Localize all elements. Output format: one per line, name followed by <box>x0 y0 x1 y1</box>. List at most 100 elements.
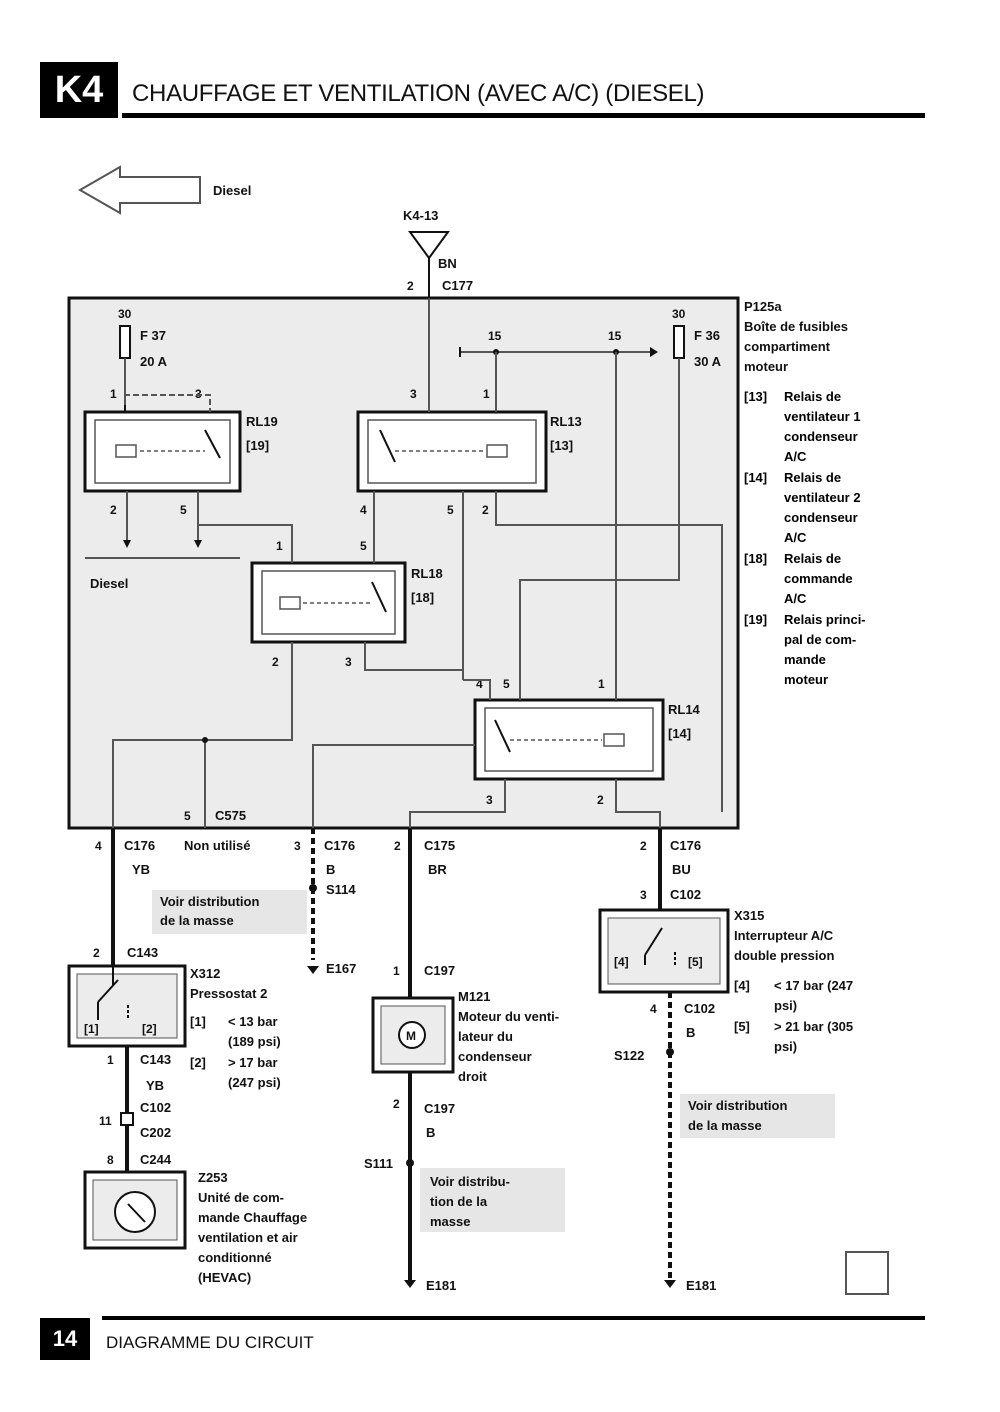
rl18-pin-5: 5 <box>360 539 367 553</box>
ground-note-2-line-1: Voir distribu- <box>430 1174 510 1189</box>
rl14-ref: RL14 <box>668 702 701 717</box>
f36-ref: F 36 <box>694 328 720 343</box>
legend-key-13: [13] <box>744 389 767 404</box>
rl14-pin-3: 3 <box>486 793 493 807</box>
c176b-name: C176 <box>324 838 355 853</box>
z253-line-5: (HEVAC) <box>198 1270 251 1285</box>
x312-state-2-key: [2] <box>190 1055 206 1070</box>
legend-13-line-4: A/C <box>784 449 807 464</box>
x315-state-2-line-1: > 21 bar (305 <box>774 1019 853 1034</box>
m121-c197-top-pin: 1 <box>393 964 400 978</box>
legend-19-line-2: pal de com- <box>784 632 856 647</box>
harness-name-1: C102 <box>140 1100 171 1115</box>
harness-pin-1: 11 <box>99 1114 112 1128</box>
x315-state-2-key: [5] <box>734 1019 750 1034</box>
legend-18-line-3: A/C <box>784 591 807 606</box>
m121-line-1: Moteur du venti- <box>458 1009 559 1024</box>
fuse-box-desc-1: Boîte de fusibles <box>744 319 848 334</box>
m121-line-3: condenseur <box>458 1049 532 1064</box>
feed-wire-color: BN <box>438 256 457 271</box>
legend-key-19: [19] <box>744 612 767 627</box>
notes-box <box>845 1251 889 1295</box>
rl19-pin-1: 1 <box>110 387 117 401</box>
rl13-pin-5: 5 <box>447 503 454 517</box>
x312-ref: X312 <box>190 966 220 981</box>
x315-line-1: Interrupteur A/C <box>734 928 834 943</box>
x312-name: Pressostat 2 <box>190 986 267 1001</box>
x312-c143-bottom-name: C143 <box>140 1052 171 1067</box>
c575-name: C575 <box>215 808 246 823</box>
x315-contact-5: [5] <box>688 955 703 969</box>
c575-pin: 5 <box>184 809 191 823</box>
m121-c197-bottom-name: C197 <box>424 1101 455 1116</box>
x312-c143-bottom-color: YB <box>146 1078 164 1093</box>
ground-e167: E167 <box>326 961 356 976</box>
rl19-pin-2: 2 <box>110 503 117 517</box>
x312-c143-bottom-pin: 1 <box>107 1053 114 1067</box>
x312-state-2-line-2: (247 psi) <box>228 1075 281 1090</box>
relay-legend: [13] Relais de ventilateur 1 condenseur … <box>744 389 866 687</box>
rl14-pin-2: 2 <box>597 793 604 807</box>
ground-note-2-box <box>420 1168 565 1232</box>
motor-icon <box>398 1021 426 1049</box>
feed-pin: 2 <box>407 279 414 293</box>
feed-ref: K4-13 <box>403 208 438 223</box>
rl13-pin-4: 4 <box>360 503 367 517</box>
fuse-box-ref: P125a <box>744 299 782 314</box>
legend-13-line-2: ventilateur 1 <box>784 409 861 424</box>
c575-note: Non utilisé <box>184 838 250 853</box>
rl18-index: [18] <box>411 590 434 605</box>
x312-c143-top-name: C143 <box>127 945 158 960</box>
c175-pin: 2 <box>394 839 401 853</box>
fuse-box-desc-2: compartiment <box>744 339 831 354</box>
harness-name-3: C244 <box>140 1152 172 1167</box>
c176a-pin: 4 <box>95 839 102 853</box>
legend-18-line-1: Relais de <box>784 551 841 566</box>
ground-note-3-line-2: de la masse <box>688 1118 762 1133</box>
ground-e181-b: E181 <box>686 1278 716 1293</box>
x312-state-1-line-1: < 13 bar <box>228 1014 278 1029</box>
f36-supply: 30 <box>672 307 686 321</box>
ground-note-3-line-1: Voir distribution <box>688 1098 787 1113</box>
x315-state-1-line-2: psi) <box>774 998 797 1013</box>
rl19-ref: RL19 <box>246 414 278 429</box>
x315-state-1-key: [4] <box>734 978 750 993</box>
legend-14-line-1: Relais de <box>784 470 841 485</box>
x315-ref: X315 <box>734 908 764 923</box>
c176b-pin: 3 <box>294 839 301 853</box>
m121-c197-top-name: C197 <box>424 963 455 978</box>
z253-line-4: conditionné <box>198 1250 272 1265</box>
legend-key-18: [18] <box>744 551 767 566</box>
x315-c102-top-pin: 3 <box>640 888 647 902</box>
c175-name: C175 <box>424 838 455 853</box>
c176c-pin: 2 <box>640 839 647 853</box>
c176c-color: BU <box>672 862 691 877</box>
legend-14-line-2: ventilateur 2 <box>784 490 861 505</box>
rl18-pin-2: 2 <box>272 655 279 669</box>
rl14-index: [14] <box>668 726 691 741</box>
rl13-pin-2: 2 <box>482 503 489 517</box>
legend-13-line-3: condenseur <box>784 429 858 444</box>
fuse-f37 <box>119 325 131 359</box>
legend-key-14: [14] <box>744 470 767 485</box>
fuse-box-desc-3: moteur <box>744 359 788 374</box>
c176a-color: YB <box>132 862 150 877</box>
legend-19-line-3: mande <box>784 652 826 667</box>
x312-contact-1: [1] <box>84 1022 99 1036</box>
title-rule <box>122 113 925 118</box>
rl18-pin-3: 3 <box>345 655 352 669</box>
ground-note-2-line-3: masse <box>430 1214 470 1229</box>
m121-c197-bottom-pin: 2 <box>393 1097 400 1111</box>
diesel-inner-label: Diesel <box>90 576 128 591</box>
splice-s111: S111 <box>364 1156 393 1171</box>
harness-pin-3: 8 <box>107 1153 114 1167</box>
fuse-f36 <box>673 325 685 359</box>
x315-state-2-line-2: psi) <box>774 1039 797 1054</box>
x312-c143-top-pin: 2 <box>93 946 100 960</box>
rl14-pin-5: 5 <box>503 677 510 691</box>
z253-line-3: ventilation et air <box>198 1230 298 1245</box>
diesel-arrow-icon <box>77 165 201 215</box>
c176b-color: B <box>326 862 335 877</box>
x312-state-1-key: [1] <box>190 1014 206 1029</box>
